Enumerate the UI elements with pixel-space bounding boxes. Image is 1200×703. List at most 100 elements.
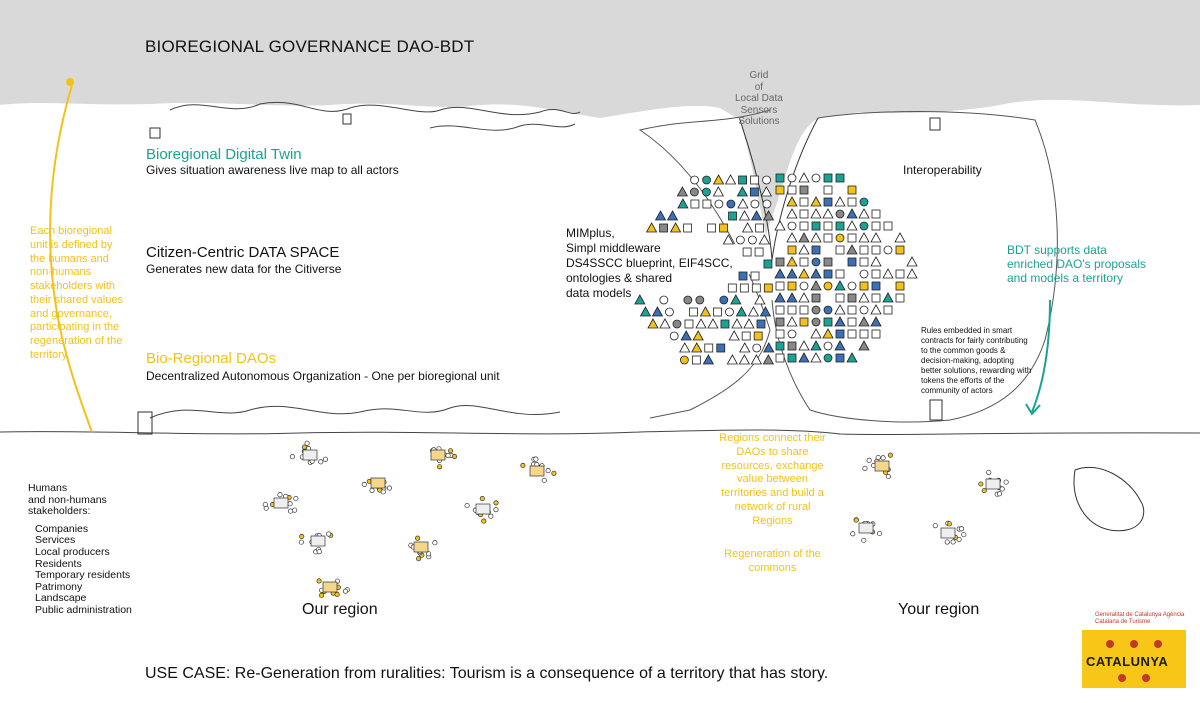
cluster-core <box>985 478 1001 490</box>
data-shape <box>774 292 786 303</box>
data-shape <box>835 269 845 279</box>
cluster-node <box>293 495 299 502</box>
data-shape <box>847 329 857 339</box>
house-right-top <box>929 117 941 131</box>
data-shape <box>811 305 821 315</box>
stakeholder-item: Services <box>35 534 76 547</box>
data-shape <box>810 232 822 243</box>
data-shape <box>859 329 869 339</box>
data-shape <box>691 342 703 353</box>
data-shape <box>799 281 809 291</box>
data-shape <box>858 232 870 243</box>
logo-dot <box>1130 640 1138 648</box>
cluster-node <box>533 456 539 462</box>
cluster-node <box>956 536 962 542</box>
teal-arrow <box>1031 299 1051 413</box>
data-shape <box>858 316 870 327</box>
dao-heading: Bio-Regional DAOs <box>146 350 277 367</box>
community-cluster <box>862 452 893 480</box>
data-shape <box>835 209 845 219</box>
data-shape <box>847 293 857 303</box>
our-region-label: Our region <box>302 601 378 618</box>
data-shape <box>859 257 869 267</box>
data-shape <box>738 271 748 281</box>
cluster-node <box>493 500 499 506</box>
data-shape <box>894 232 906 243</box>
cluster-node <box>959 526 965 532</box>
cluster-node <box>299 533 305 539</box>
data-shape <box>775 185 785 195</box>
data-shape <box>811 245 821 255</box>
cluster-node <box>1003 479 1009 485</box>
data-shape <box>759 306 772 317</box>
stakeholders-heading-line: Humans <box>28 482 68 494</box>
data-shape <box>786 292 798 303</box>
sensors-line: Local Data <box>735 93 783 104</box>
cluster-core <box>874 460 890 472</box>
data-shape <box>659 318 671 329</box>
community-cluster <box>289 440 328 465</box>
cluster-node <box>464 502 470 509</box>
data-shape <box>731 318 743 329</box>
data-shape <box>823 233 833 243</box>
data-shape <box>704 343 714 353</box>
cluster-node <box>996 491 1003 497</box>
cluster-core <box>370 477 386 489</box>
data-shape <box>787 185 797 195</box>
yellow-sun <box>66 78 74 86</box>
bdt-description: Gives situation awareness live map to al… <box>146 163 399 177</box>
data-shape <box>787 329 797 339</box>
data-shape <box>822 208 834 219</box>
data-shape <box>834 304 846 315</box>
data-shape <box>906 268 918 279</box>
cluster-node <box>380 489 386 495</box>
data-shape <box>883 245 893 255</box>
data-shape <box>858 340 870 351</box>
center-yellow-note-2: Regeneration of the commons <box>724 548 821 574</box>
data-shape <box>822 328 834 339</box>
left-yellow-note: Each bioregional unit is defined by the … <box>30 225 123 361</box>
data-shape <box>684 319 694 329</box>
data-shape <box>810 268 822 279</box>
cluster-node <box>316 578 322 584</box>
data-shape <box>762 210 775 221</box>
stakeholder-item: Public administration <box>35 603 132 616</box>
data-shape <box>799 197 809 207</box>
data-shape <box>774 220 786 231</box>
bottom-hills-sketch <box>149 405 561 419</box>
data-shape <box>823 221 833 231</box>
community-cluster <box>429 446 458 470</box>
cluster-node <box>301 444 307 450</box>
community-cluster <box>361 477 393 495</box>
cluster-node <box>885 473 891 480</box>
data-shape <box>799 209 809 219</box>
data-shape <box>651 306 664 317</box>
house-left-ground <box>137 411 153 435</box>
data-shape <box>760 186 773 197</box>
cluster-core <box>529 465 545 477</box>
right-world-outline <box>771 111 1058 423</box>
data-shape <box>871 245 881 255</box>
data-shape <box>835 329 845 339</box>
data-shape <box>787 221 797 231</box>
cluster-node <box>981 488 987 494</box>
data-shape <box>786 268 798 279</box>
data-shape <box>699 306 712 317</box>
data-shape <box>714 199 724 209</box>
data-shape <box>799 317 809 327</box>
cluster-node <box>551 470 557 476</box>
cluster-node <box>322 456 328 462</box>
data-shape <box>743 318 755 329</box>
data-shape <box>719 223 729 233</box>
data-shape <box>775 173 785 183</box>
middleware-line: DS4SSCC blueprint, EIF4SCC, <box>566 256 733 270</box>
cluster-node <box>342 588 348 594</box>
data-shape <box>672 319 682 329</box>
valley-right-edge <box>771 117 819 261</box>
data-shape <box>834 196 846 207</box>
data-shape <box>736 186 749 197</box>
right-landscape-sketch <box>1073 466 1145 532</box>
stakeholder-item: Landscape <box>35 592 87 605</box>
cluster-node <box>318 459 324 465</box>
